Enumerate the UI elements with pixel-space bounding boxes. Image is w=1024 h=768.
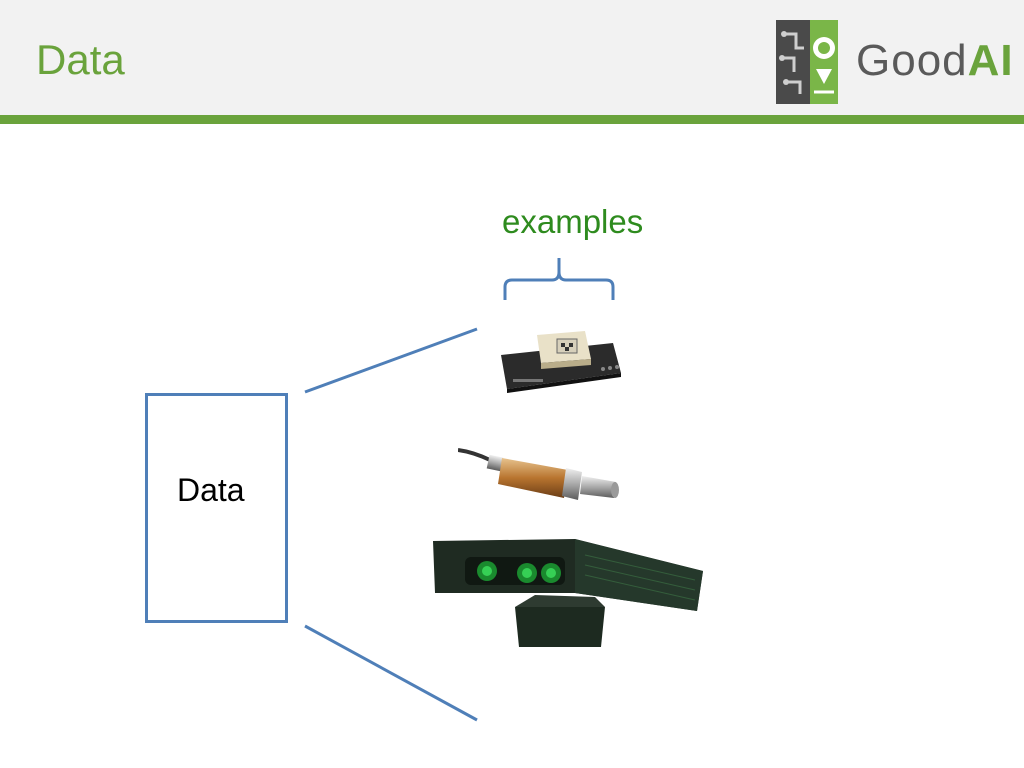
data-box-label: Data <box>177 472 245 509</box>
upper-connector-line <box>305 329 477 392</box>
depth-camera-image <box>425 535 703 647</box>
oxygen-sensor-image <box>458 440 628 510</box>
examples-label: examples <box>502 203 643 241</box>
imu-sensor-board-image <box>495 325 625 393</box>
examples-brace <box>505 258 613 300</box>
